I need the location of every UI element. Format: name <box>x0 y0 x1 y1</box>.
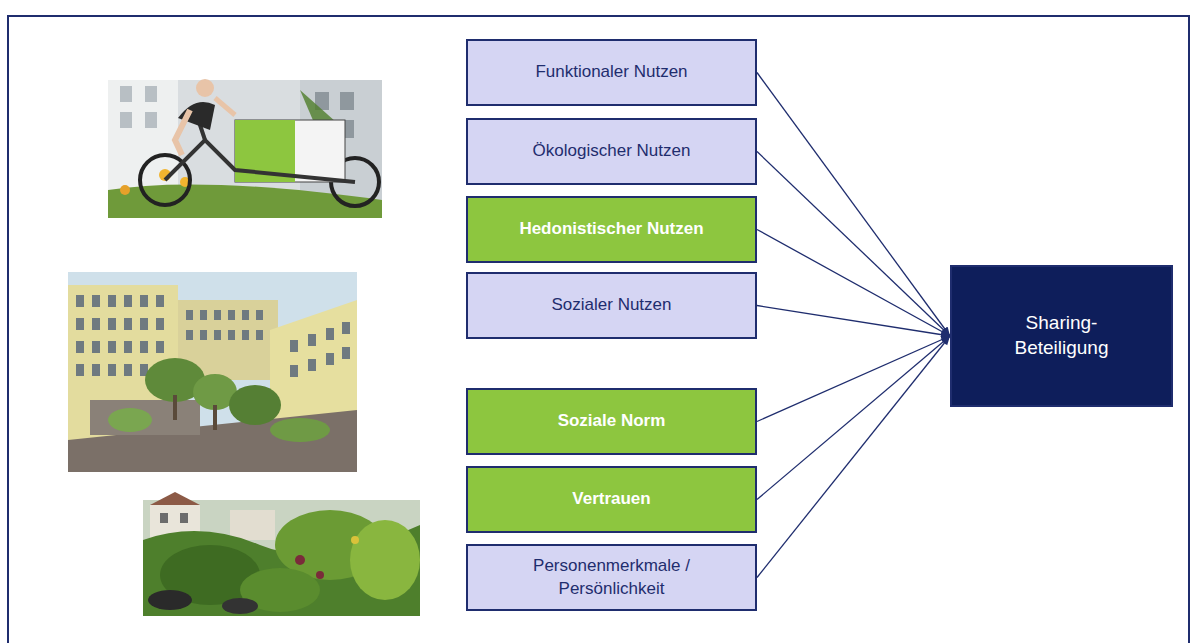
factor-box: Soziale Norm <box>466 388 757 455</box>
box-label: Soziale Norm <box>558 410 666 432</box>
factor-box: Personenmerkmale / Persönlichkeit <box>466 544 757 611</box>
connector-arrow <box>757 336 950 500</box>
box-label: Funktionaler Nutzen <box>535 61 687 83</box>
target-box: Sharing-Beteiligung <box>950 265 1173 407</box>
cargo-bike-photo <box>108 79 382 218</box>
connector-arrow <box>757 306 950 337</box>
factor-box: Vertrauen <box>466 466 757 533</box>
connector-arrow <box>757 336 950 578</box>
box-label: Hedonistischer Nutzen <box>519 218 703 240</box>
courtyard-photo <box>68 272 357 472</box>
connector-arrow <box>757 230 950 337</box>
factor-box: Sozialer Nutzen <box>466 272 757 339</box>
box-label: Sharing-Beteiligung <box>987 311 1137 360</box>
connector-arrow <box>757 336 950 422</box>
connector-arrow <box>757 152 950 337</box>
garden-photo <box>143 492 420 616</box>
box-label: Sozialer Nutzen <box>551 294 671 316</box>
connector-arrow <box>757 73 950 337</box>
factor-box: Funktionaler Nutzen <box>466 39 757 106</box>
factor-box: Ökologischer Nutzen <box>466 118 757 185</box>
frame <box>8 16 1189 643</box>
box-label: Vertrauen <box>572 488 650 510</box>
box-label: Ökologischer Nutzen <box>533 140 691 162</box>
factor-box: Hedonistischer Nutzen <box>466 196 757 263</box>
box-label: Personenmerkmale / Persönlichkeit <box>512 555 712 599</box>
